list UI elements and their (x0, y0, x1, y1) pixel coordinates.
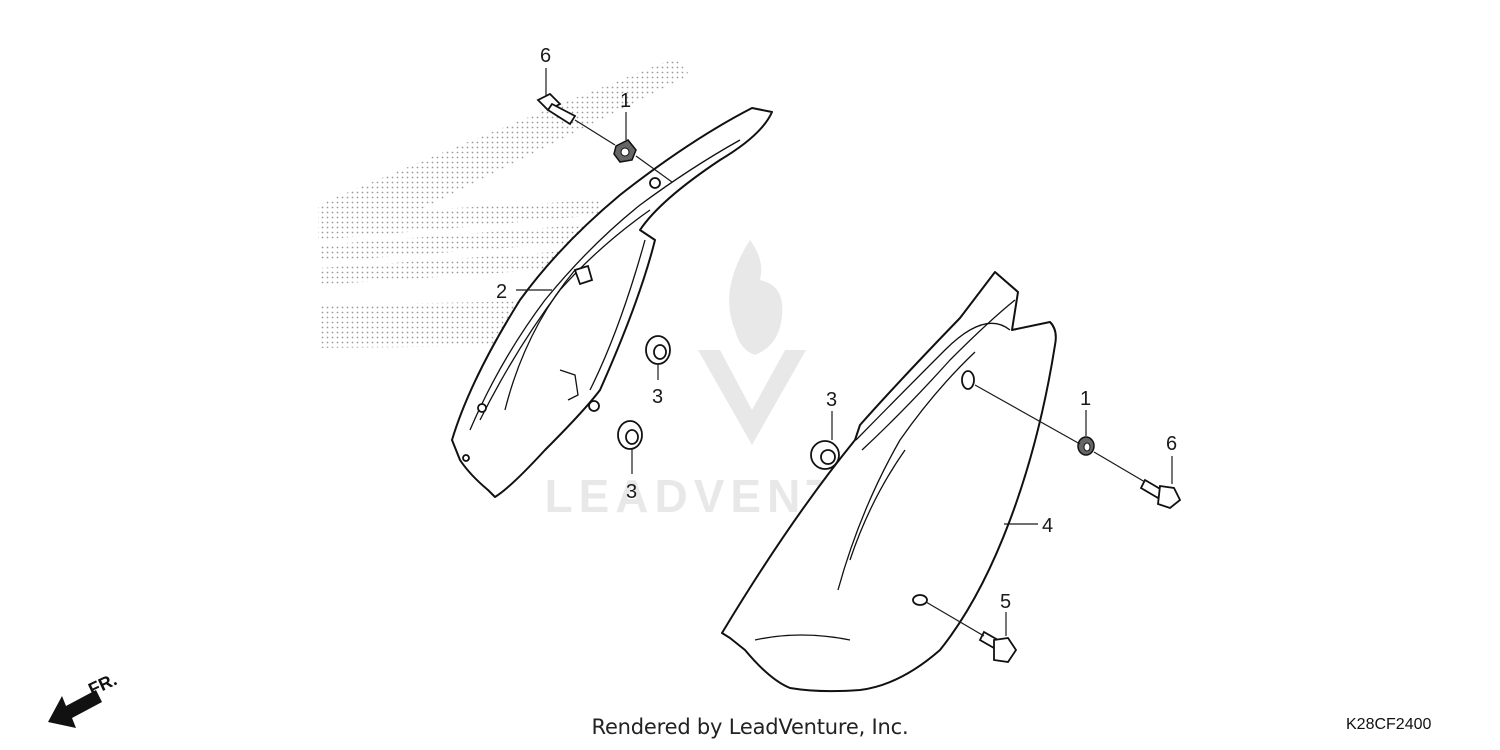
callout-6-top: 6 (540, 45, 551, 67)
footer-credit: Rendered by LeadVenture, Inc. (591, 715, 909, 739)
leader-lines (516, 68, 1173, 637)
callout-1-top: 1 (620, 90, 631, 112)
callout-1-right: 1 (1080, 388, 1091, 410)
diagram-code: K28CF2400 (1346, 716, 1432, 733)
nut-1-top-icon (613, 139, 637, 163)
bolt-5-icon (978, 630, 1018, 663)
right-side-cover-part-4 (721, 271, 1057, 693)
grommet-3-a-icon (645, 335, 671, 365)
callout-5: 5 (1000, 591, 1011, 613)
callout-3-c: 3 (826, 389, 837, 411)
grommet-3-c-icon (810, 440, 840, 470)
callout-3-b: 3 (626, 481, 637, 503)
callout-6-right: 6 (1166, 433, 1177, 455)
callout-labels: 6 1 2 3 3 3 1 6 4 5 (496, 45, 1177, 613)
callout-2: 2 (496, 281, 507, 303)
washer-1-right-icon (1077, 436, 1095, 456)
hardware (536, 92, 1182, 663)
arrow-icon (48, 690, 102, 728)
bolt-6-right-icon (1139, 478, 1182, 510)
bolt-6-top-icon (536, 92, 577, 126)
front-direction-arrow: FR. (48, 669, 120, 728)
grommet-3-b-icon (617, 420, 643, 450)
callout-3-a: 3 (652, 386, 663, 408)
callout-4: 4 (1042, 515, 1053, 537)
left-side-cover-part-2 (451, 107, 773, 498)
